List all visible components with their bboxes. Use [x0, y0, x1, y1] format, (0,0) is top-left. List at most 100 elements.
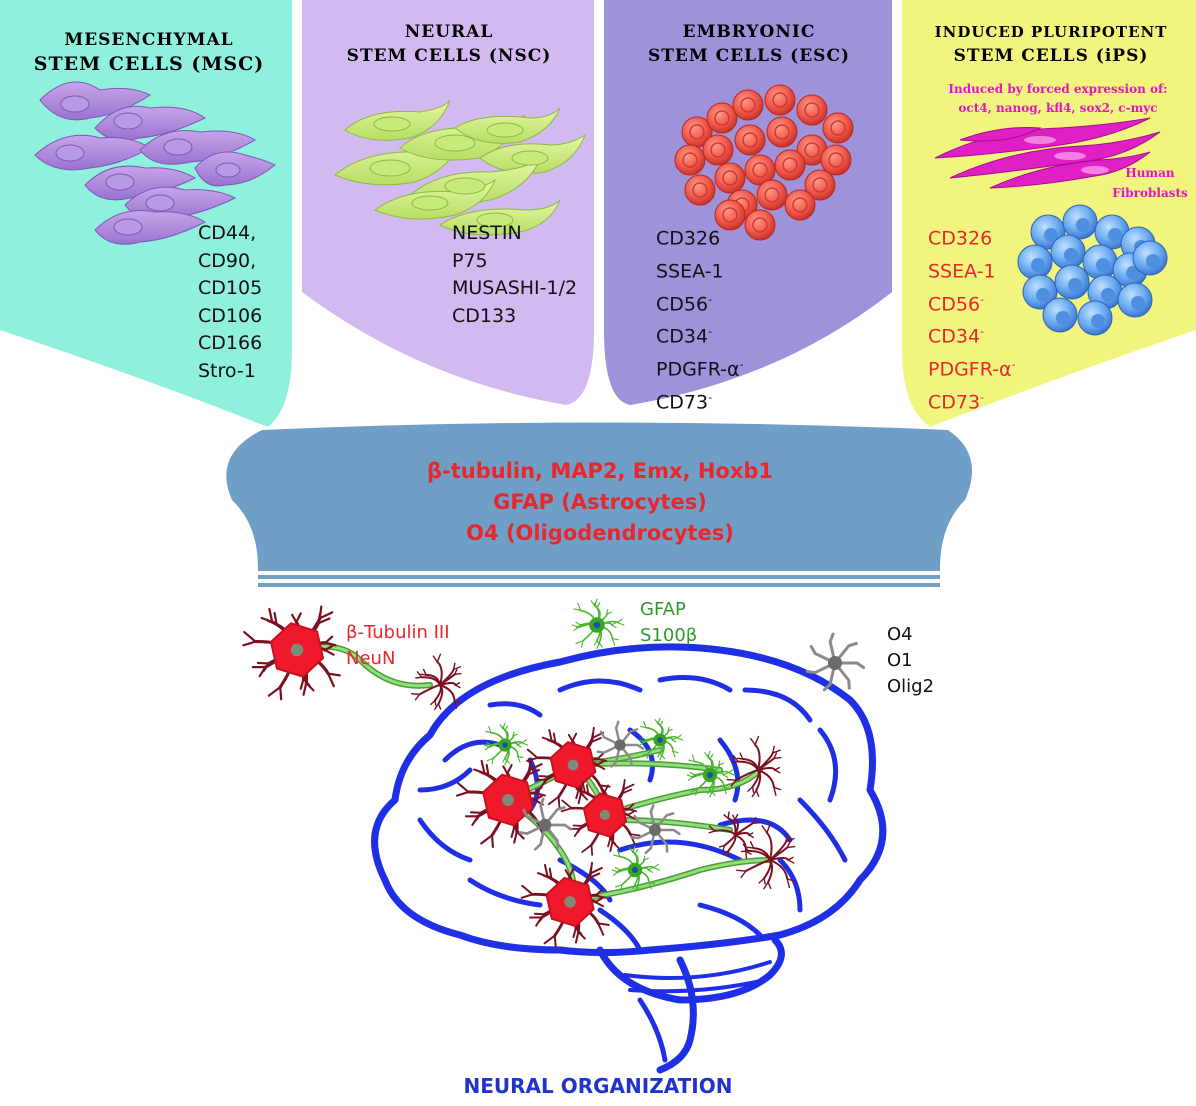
- ips-induction-note: Induced by forced expression of: oct4, n…: [920, 80, 1196, 118]
- arch-line-3: [258, 583, 940, 587]
- esc-cell: [744, 209, 776, 241]
- brain-astrocyte: [611, 845, 661, 893]
- nsc-marker: NESTIN: [452, 222, 522, 244]
- ips-marker: SSEA-1: [928, 260, 996, 283]
- msc-marker: Stro-1: [198, 359, 256, 382]
- neuron-markers: β-Tubulin III NeuN: [346, 620, 450, 672]
- nsc-title-line-1: NEURAL: [404, 22, 494, 42]
- ips-marker: CD73-: [928, 391, 985, 414]
- ips-panel: [902, 0, 1196, 427]
- esc-cell: [732, 89, 764, 121]
- axon-terminal: [726, 735, 782, 798]
- astrocyte-markers: GFAP S100β: [640, 597, 697, 649]
- esc-marker: CD326: [656, 227, 721, 250]
- ips-title-line-2: STEM CELLS (iPS): [953, 46, 1149, 66]
- esc-marker: CD73-: [656, 391, 713, 414]
- legend-oligodendrocyte: [805, 632, 866, 692]
- nsc-marker: MUSASHI-1/2: [452, 277, 578, 299]
- brain-neuron: [455, 757, 550, 848]
- esc-cell: [822, 112, 854, 144]
- msc-title-line-2: STEM CELLS (MSC): [33, 53, 265, 75]
- esc-cell: [764, 84, 796, 116]
- msc-cells: [34, 81, 276, 245]
- brain-folds: [417, 675, 848, 953]
- ips-title: INDUCED PLURIPOTENT STEM CELLS (iPS): [906, 20, 1196, 68]
- ips-marker: PDGFR-α-: [928, 358, 1016, 381]
- esc-marker: PDGFR-α-: [656, 358, 744, 381]
- legend-neuron: [242, 605, 341, 701]
- brain-oligodendrocyte: [630, 804, 681, 855]
- esc-cell: [774, 149, 806, 181]
- arch-line-1: [258, 567, 940, 571]
- legend-astrocyte: [571, 598, 625, 650]
- brain-outline: [371, 643, 887, 1074]
- nsc-title: NEURAL STEM CELLS (NSC): [320, 20, 578, 68]
- ips-induction-line-1: Induced by forced expression of:: [948, 82, 1168, 96]
- ips-marker: CD34-: [928, 325, 985, 348]
- ips-title-line-1: INDUCED PLURIPOTENT: [934, 23, 1168, 41]
- nsc-marker: CD133: [452, 304, 517, 327]
- esc-cell: [706, 102, 738, 134]
- esc-cell: [702, 134, 734, 166]
- brain-astrocyte: [638, 717, 684, 761]
- ips-marker: CD56-: [928, 292, 985, 315]
- esc-title: EMBRYONIC STEM CELLS (ESC): [620, 20, 878, 68]
- brain-astrocyte: [483, 722, 529, 766]
- msc-marker: CD166: [198, 332, 263, 354]
- differentiation-line-1: β-tubulin, MAP2, Emx, Hoxb1: [426, 459, 774, 483]
- msc-marker: CD106: [198, 304, 263, 327]
- brain-oligodendrocyte: [596, 720, 645, 768]
- legend-neuron-terminal: [411, 653, 462, 711]
- differentiation-line-2: GFAP (Astrocytes): [493, 490, 707, 514]
- esc-cell: [734, 124, 766, 156]
- msc-marker: CD90,: [198, 249, 257, 272]
- nsc-markers: NESTIN P75 MUSASHI-1/2 CD133: [452, 220, 577, 330]
- esc-cell: [796, 94, 828, 126]
- msc-marker: CD105: [198, 277, 263, 299]
- esc-cell: [804, 169, 836, 201]
- esc-markers: CD326 SSEA-1 CD56- CD34- PDGFR-α- CD73-: [656, 220, 744, 417]
- nsc-marker: P75: [452, 249, 488, 272]
- ips-cells: [1017, 204, 1168, 336]
- ips-markers: CD326 SSEA-1 CD56- CD34- PDGFR-α- CD73-: [928, 220, 1016, 417]
- esc-cell: [674, 144, 706, 176]
- esc-cell: [766, 116, 798, 148]
- brain-oligodendrocyte: [518, 797, 573, 851]
- differentiation-markers: β-tubulin, MAP2, Emx, Hoxb1 GFAP (Astroc…: [300, 456, 900, 549]
- msc-markers: CD44, CD90, CD105 CD106 CD166 Stro-1: [198, 220, 262, 385]
- msc-title-line-1: MESENCHYMAL: [64, 30, 234, 50]
- oligodendrocyte-marker: O1: [887, 650, 913, 671]
- oligodendrocyte-markers: O4 O1 Olig2: [887, 622, 934, 700]
- neural-network: [242, 598, 866, 948]
- esc-marker: CD56-: [656, 292, 713, 315]
- esc-title-line-2: STEM CELLS (ESC): [647, 46, 851, 66]
- neuron-marker: NeuN: [346, 648, 396, 669]
- neural-organization-label: NEURAL ORGANIZATION: [463, 1074, 733, 1098]
- oligodendrocyte-marker: Olig2: [887, 676, 935, 697]
- ips-induction-line-2: oct4, nanog, kfl4, sox2, c-myc: [958, 101, 1158, 115]
- differentiation-arch: [226, 422, 973, 568]
- brain-neuron: [560, 779, 641, 856]
- esc-cell: [756, 179, 788, 211]
- oligodendrocyte-marker: O4: [887, 624, 913, 645]
- fibroblast-label: Human Fibroblasts: [1112, 166, 1188, 200]
- differentiation-line-3: O4 (Oligodendrocytes): [466, 521, 734, 545]
- esc-cell: [714, 199, 746, 231]
- arch-line-2: [258, 575, 940, 579]
- msc-marker: CD44,: [198, 222, 257, 244]
- ips-marker: CD326: [928, 227, 993, 250]
- brain-astrocyte: [686, 750, 736, 798]
- astrocyte-marker: GFAP: [640, 599, 686, 620]
- brain-neuron: [520, 861, 610, 948]
- astrocyte-marker: S100β: [640, 625, 698, 646]
- axon-terminal: [735, 822, 796, 890]
- axon-terminal: [708, 811, 761, 859]
- nsc-title-line-2: STEM CELLS (NSC): [346, 46, 552, 66]
- esc-cells: [674, 84, 854, 241]
- esc-cell: [784, 189, 816, 221]
- esc-cell: [684, 174, 716, 206]
- esc-marker: CD34-: [656, 325, 713, 348]
- msc-title: MESENCHYMAL STEM CELLS (MSC): [20, 28, 278, 76]
